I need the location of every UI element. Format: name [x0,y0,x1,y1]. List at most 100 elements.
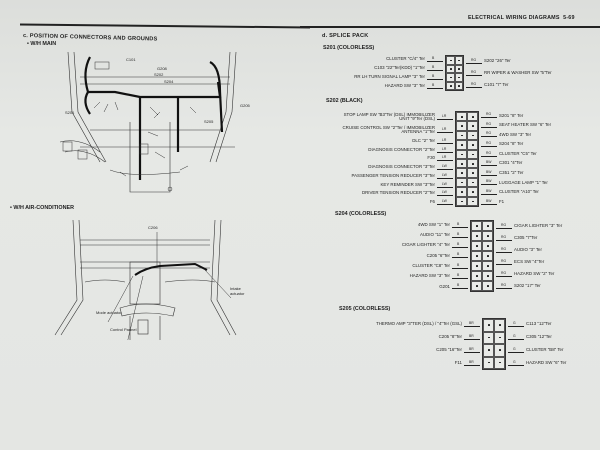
splice-terminal [446,56,455,65]
wire-line: B [452,263,468,269]
pack-title-s201: S201 (COLORLESS) [323,45,375,51]
wire-color-code: LR [442,126,447,131]
splice-terminal [456,130,467,141]
wire-color-code: LR [442,113,447,118]
wire-color-code: RG [501,258,507,263]
wire-color-code: RG [471,69,477,74]
label-s201: S201 [65,110,75,115]
wire-color-code: G [513,321,516,325]
wire-line: RG [496,270,512,277]
wire-line: RG [496,223,512,229]
splice-terminal [467,112,478,122]
splice-terminal [467,196,478,206]
label-s204: S204 [164,79,174,84]
wire-color-code: LR [442,137,447,142]
page-header: ELECTRICAL WIRING DIAGRAMS 5-69 [468,15,575,21]
wire-color-code: RG [486,121,492,126]
wire-line: RG [466,58,482,64]
wire-line: B [427,74,443,80]
splice-terminal [467,121,478,131]
wire-line: G [508,347,524,353]
wire-line: BW [481,199,497,205]
wire-line: RG [466,69,482,76]
wire-color-code: RG [501,270,507,275]
wire-line: RG [481,141,497,148]
splice-terminal [482,221,493,231]
splice-connection: RG ECS SW "4"Ter [494,258,545,265]
splice-terminal [456,140,467,150]
splice-terminal [467,187,478,197]
connection-label: ECS SW "4"Ter [514,258,545,264]
wire-line: B [452,242,468,249]
connection-label: DRIVER TENSION REDUCER "2"Ter [361,190,435,196]
wire-color-code: BR [469,321,474,325]
wire-line: RG [496,235,512,241]
connection-label: G201 [439,283,450,289]
splice-connection: CRUISE CONTROL SW "2"Ter / IMMOBILIZER A… [340,125,455,135]
splice-terminal [471,271,482,281]
connection-label: LUGGAGE LAMP "1" Ter [499,179,548,185]
wire-line: LR [437,126,453,133]
splice-terminal [454,81,463,90]
wire-color-code: G [513,360,516,364]
splice-terminal [471,241,482,251]
wire-line: BW [481,170,497,176]
splice-terminal [494,344,505,357]
wire-line: BW [481,189,497,196]
wire-line: LR [437,113,453,120]
wire-color-code: B [432,65,435,69]
connection-label: THERMO AMP "3"TER (DSL) / "4"Ter (GSL) [376,321,462,327]
splice-terminal [483,331,494,344]
splice-terminal [467,130,478,141]
section-title-splice-pack: d. SPLICE PACK [322,33,369,39]
wire-color-code: G [513,347,516,351]
connection-label: F30 [427,155,435,161]
connection-label: DIAGNOSIS CONNECTOR "2"Ter [368,146,435,152]
splice-pack-s205: THERMO AMP "3"TER (DSL) / "4"Ter (GSL) BR… [332,318,600,370]
header-title: ELECTRICAL WIRING DIAGRAMS [468,15,560,21]
wire-color-code: LR [442,146,447,151]
wire-line: LW [437,164,453,170]
wire-color-code: RG [486,112,492,117]
wire-line: BR [464,321,480,327]
connection-label: F1 [499,198,505,204]
connection-label: C301 "4"Ter [499,160,523,166]
wire-color-code: RG [471,81,477,86]
connection-label: STOP LAMP SW "B3"Ter (DSL) IMMOBILIZER U… [343,111,435,122]
splice-terminal [471,231,482,241]
wire-line: G [508,321,524,327]
wire-line: LR [437,137,453,144]
splice-connection: THERMO AMP "3"TER (DSL) / "4"Ter (GSL) BR [367,321,482,327]
wire-color-code: LW [442,181,447,186]
wire-color-code: RG [501,246,507,251]
wire-line: RG [481,121,497,128]
wire-color-code: B [457,273,460,278]
wire-line: B [452,232,468,238]
connection-label: CIGAR LIGHTER "3" Ter [514,222,563,228]
splice-terminal [454,64,463,73]
splice-terminal [482,261,493,271]
